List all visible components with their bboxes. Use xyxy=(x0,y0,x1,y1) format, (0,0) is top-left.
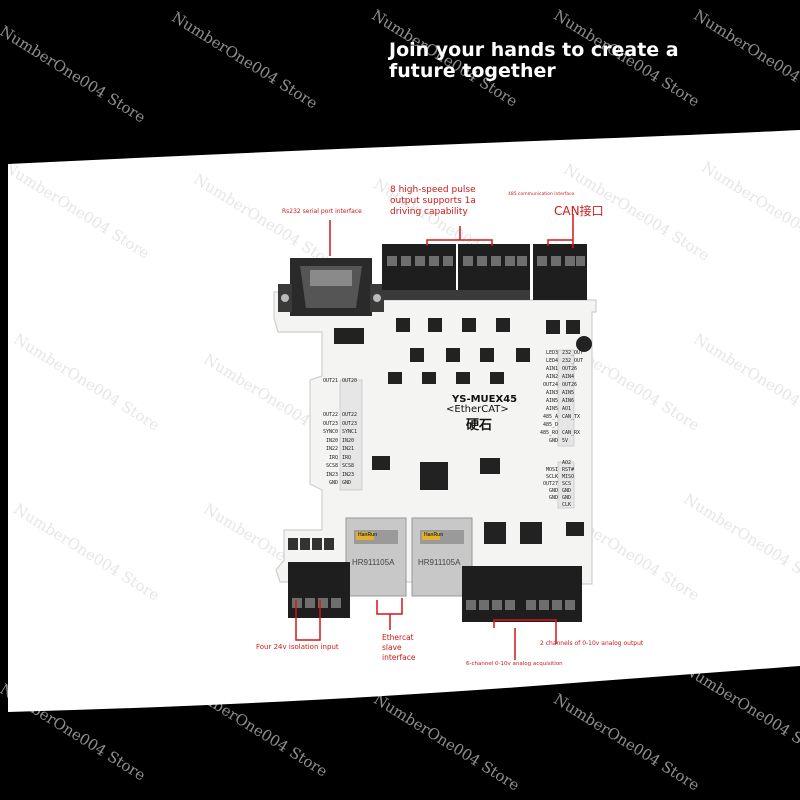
rj45-model: HR911105A xyxy=(418,558,461,567)
callout-analog-output: 2 channels of 0-10v analog output xyxy=(540,640,644,647)
callout-can: CAN接口 xyxy=(554,204,604,218)
pin-label: 485_RO xyxy=(539,430,558,436)
pin-label: SCS8 xyxy=(342,463,355,469)
pin-label: IN20 xyxy=(342,437,355,444)
pin-label: 5V xyxy=(562,438,569,444)
pin-label: OUT26 xyxy=(562,382,578,388)
pin-label: GND xyxy=(342,480,352,486)
pin-label: OUT26 xyxy=(562,366,578,372)
pin-label: SCS xyxy=(562,481,572,487)
pin-label: SYNC1 xyxy=(342,429,358,435)
pin-label: 485_D xyxy=(542,422,558,428)
pulse-terminals xyxy=(382,244,530,300)
callout-rs232: Rs232 serial port interface xyxy=(282,208,362,215)
pin-label: AO1 xyxy=(562,406,572,412)
pin-label: LED3 xyxy=(545,350,558,356)
pin-label: OUT20 xyxy=(342,378,358,384)
headline: Join your hands to create a future toget… xyxy=(389,39,679,82)
pin-label: 232_OUT xyxy=(562,358,584,364)
pin-label: OUT23 xyxy=(322,420,338,427)
callout-pulse-output: 8 high-speed pulse output supports 1a dr… xyxy=(390,185,476,217)
pin-label: AO2 xyxy=(562,460,572,466)
pin-label: AIN5 xyxy=(545,398,558,404)
pin-label: GND xyxy=(548,438,558,444)
pin-label: AIN5 xyxy=(545,406,558,412)
pin-label: AIN3 xyxy=(545,390,558,396)
pin-label: AIN1 xyxy=(545,366,558,372)
callout-ethercat: Ethercat slave interface xyxy=(382,633,416,662)
left-pin-header xyxy=(339,379,363,491)
pin-label: IN23 xyxy=(325,471,338,478)
pin-label: RST# xyxy=(562,467,575,473)
pin-label: 232_OUT xyxy=(562,350,584,356)
pin-label: IRQ xyxy=(342,454,352,461)
pin-label: IN20 xyxy=(325,437,338,444)
pin-label: OUT27 xyxy=(542,481,558,487)
board-brand: 硬石 xyxy=(466,418,493,433)
callout-485: 485 communication interface xyxy=(508,192,575,197)
db9-connector xyxy=(278,258,384,316)
pin-label: GND xyxy=(562,488,572,494)
pin-label: OUT22 xyxy=(322,412,338,418)
rj45-model: HR911105A xyxy=(352,558,395,567)
callout-isolation-input: Four 24v isolation input xyxy=(256,643,339,651)
can-terminals xyxy=(533,244,587,300)
pin-label: OUT23 xyxy=(342,420,358,427)
pin-label: AIN6 xyxy=(562,398,575,404)
rj45-brand: HanRun xyxy=(424,532,444,538)
pin-label: SYNC0 xyxy=(322,429,338,435)
pin-label: LED4 xyxy=(545,358,558,364)
pin-label: MOSI xyxy=(545,467,558,473)
ethercat-rj45 xyxy=(345,517,473,597)
pin-label: OUT24 xyxy=(542,382,558,388)
callout-analog-acquisition: 6-channel 0-10v analog acquisition xyxy=(466,661,563,667)
pin-label: CLK xyxy=(562,502,572,508)
pin-label: SCS8 xyxy=(325,463,338,469)
input-terminals xyxy=(288,538,350,618)
pin-label: IN22 xyxy=(325,446,338,452)
rj45-brand: HanRun xyxy=(358,532,378,538)
pin-label: MISO xyxy=(562,474,575,480)
pin-label: AIN2 xyxy=(545,374,558,380)
pin-label: IRQ xyxy=(328,454,338,461)
pin-label: GND xyxy=(548,495,558,501)
board-model: YS-MUEX45 xyxy=(452,394,518,405)
pin-label: CAN_RX xyxy=(562,430,581,436)
pin-label: OUT21 xyxy=(322,378,338,384)
analog-terminals xyxy=(462,566,582,622)
pin-label: 485_A xyxy=(542,414,558,420)
pin-label: SCLK xyxy=(545,474,558,480)
right-pin-header xyxy=(557,349,575,509)
pin-label: IN23 xyxy=(342,471,355,478)
pin-label: CAN_TX xyxy=(562,414,581,420)
pin-label: GND xyxy=(328,480,338,486)
pin-label: AIN5 xyxy=(562,390,575,396)
pin-label: GND xyxy=(548,488,558,494)
pin-label: GND xyxy=(562,495,572,501)
pin-label: AIN4 xyxy=(562,374,575,380)
pin-label: OUT22 xyxy=(342,412,358,418)
pin-label: IN21 xyxy=(342,446,355,452)
board-protocol: <EtherCAT> xyxy=(446,404,509,415)
